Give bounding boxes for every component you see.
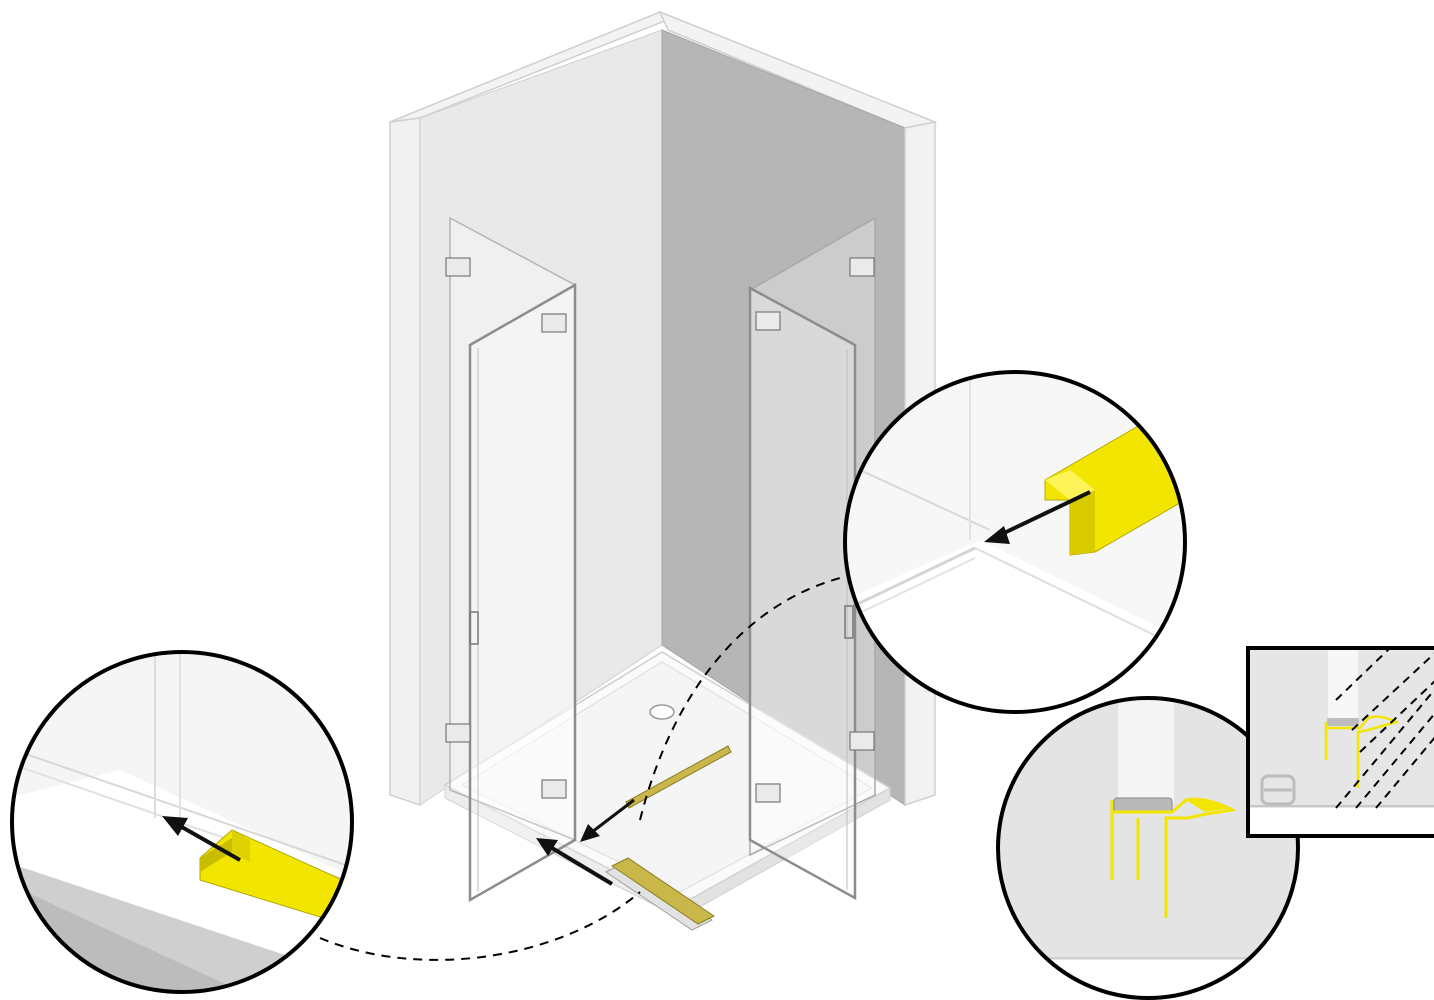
seal-strips bbox=[605, 745, 732, 931]
hinge bbox=[755, 311, 781, 331]
hinge bbox=[849, 731, 875, 751]
detail-magnifier-right bbox=[843, 370, 1187, 714]
tray-edge-icon bbox=[1260, 774, 1296, 806]
hinge bbox=[445, 723, 471, 743]
drain bbox=[649, 704, 675, 720]
handle bbox=[844, 605, 854, 639]
right-hinges bbox=[755, 257, 875, 803]
hinge bbox=[541, 313, 567, 333]
insertion-arrow bbox=[179, 824, 241, 862]
detail-magnifier-left bbox=[10, 650, 354, 994]
insertion-arrow bbox=[1001, 490, 1091, 536]
hinge bbox=[849, 257, 875, 277]
left-hinges bbox=[445, 257, 567, 799]
hinge bbox=[755, 783, 781, 803]
seal-strip bbox=[611, 857, 715, 925]
hinge bbox=[541, 779, 567, 799]
glass-door-left bbox=[468, 282, 577, 903]
handle bbox=[469, 611, 479, 645]
section-inset bbox=[1246, 646, 1434, 838]
insertion-arrows bbox=[536, 798, 635, 886]
hinge bbox=[445, 257, 471, 277]
left-wall-edge bbox=[389, 117, 421, 807]
leader-lines bbox=[319, 574, 1361, 961]
